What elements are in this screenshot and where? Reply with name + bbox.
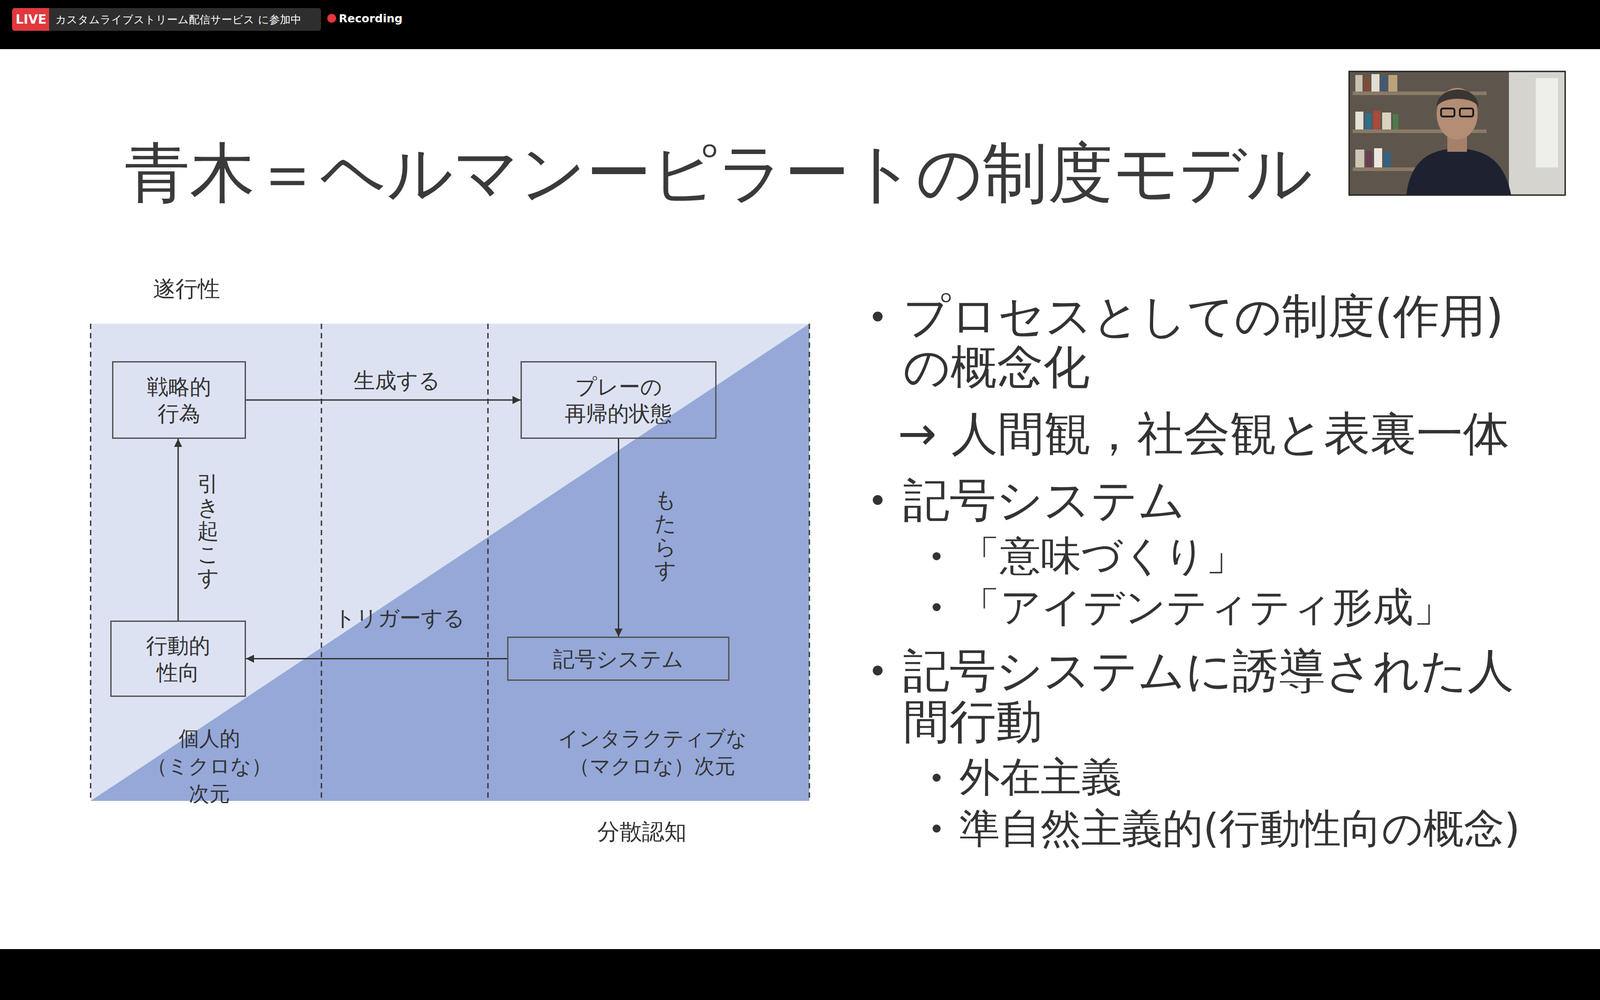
flow-arrow bbox=[617, 438, 620, 637]
bullet-dot bbox=[932, 773, 941, 782]
wall bbox=[1508, 71, 1566, 196]
person-body bbox=[1406, 148, 1512, 196]
book bbox=[1382, 112, 1392, 130]
flow-arrow bbox=[177, 438, 180, 621]
bullet-dot bbox=[932, 824, 941, 833]
bullet-dot bbox=[932, 603, 941, 612]
webcam-frame bbox=[1349, 71, 1566, 196]
process-box: 行動的 性向 bbox=[110, 620, 246, 697]
recording-status: Recording bbox=[338, 12, 403, 25]
glasses-lens bbox=[1459, 108, 1474, 117]
node-text: カスタムライブストリーム配信サービス に参加中 bbox=[55, 12, 302, 27]
sub-bullet-text: 準自然主義的(行動性向の概念) bbox=[959, 806, 1521, 851]
book bbox=[1365, 113, 1372, 130]
bullet-text: 記号システムに誘導された人間行動 bbox=[903, 645, 1529, 748]
book bbox=[1392, 114, 1399, 130]
edge-label: 生成する bbox=[353, 366, 441, 396]
book bbox=[1355, 75, 1363, 92]
book bbox=[1388, 75, 1398, 92]
axis-label: 遂行性 bbox=[153, 274, 221, 305]
bullet-text: 記号システム bbox=[903, 474, 1186, 526]
glasses-lens bbox=[1441, 108, 1455, 117]
node-text: プレーの 再帰的状態 bbox=[558, 373, 679, 427]
axis-label: 分散認知 bbox=[597, 816, 687, 847]
bullet-text: → 人間観，社会観と表裏一体 bbox=[897, 408, 1510, 459]
dashed-line bbox=[808, 323, 811, 801]
node-text: 行動的 性向 bbox=[139, 632, 217, 686]
node-text: LIVE bbox=[15, 12, 47, 27]
edge-label: トリガーする bbox=[333, 604, 465, 633]
webcam-video bbox=[1349, 71, 1566, 196]
book bbox=[1355, 149, 1365, 168]
book bbox=[1383, 151, 1392, 168]
dashed-line bbox=[320, 323, 323, 801]
dashed-line bbox=[487, 323, 489, 801]
node-text: 記号システム bbox=[553, 645, 684, 673]
bottom-bar bbox=[0, 949, 1600, 1000]
dashed-line bbox=[90, 323, 92, 801]
person-hair bbox=[1436, 89, 1479, 108]
node-text: 戦略的 行為 bbox=[140, 373, 218, 427]
book bbox=[1381, 75, 1387, 92]
process-box: 戦略的 行為 bbox=[112, 361, 246, 439]
book bbox=[1371, 74, 1380, 92]
window bbox=[1535, 78, 1559, 168]
dimension-label: 個人的 （ミクロな）次元 bbox=[131, 724, 288, 808]
webcam-border bbox=[1349, 71, 1566, 196]
process-box: プレーの 再帰的状態 bbox=[520, 361, 717, 439]
sub-bullet-text: 「アイデンティティ形成」 bbox=[959, 584, 1455, 630]
stream-menu: カスタムライブストリーム配信サービス に参加中 bbox=[49, 8, 321, 31]
sub-bullet-text: 外在主義 bbox=[959, 754, 1122, 800]
sub-bullet-text: 「意味づくり」 bbox=[959, 533, 1247, 579]
recording-dot bbox=[327, 13, 337, 23]
book bbox=[1374, 148, 1383, 168]
bullet-dot bbox=[872, 311, 883, 322]
book bbox=[1373, 110, 1381, 130]
book bbox=[1366, 150, 1373, 168]
bullet-dot bbox=[872, 495, 883, 505]
person-glasses bbox=[1441, 108, 1474, 117]
edge-label: もたらす bbox=[654, 487, 676, 583]
book bbox=[1355, 111, 1364, 130]
top-bar bbox=[0, 0, 1600, 50]
live-badge: LIVE bbox=[12, 8, 50, 31]
flow-arrow bbox=[245, 658, 508, 660]
edge-label: 引き起こす bbox=[197, 471, 219, 590]
process-box: 記号システム bbox=[507, 636, 730, 681]
book bbox=[1363, 76, 1371, 92]
slide-title: 青木＝ヘルマンーピラートの制度モデル bbox=[124, 133, 1313, 213]
bullet-dot bbox=[932, 552, 941, 561]
bullet-text: プロセスとしての制度(作用)の概念化 bbox=[903, 290, 1529, 393]
dimension-label: インタラクティブな （マクロな）次元 bbox=[553, 724, 751, 780]
flow-arrow bbox=[245, 399, 521, 401]
bullet-dot bbox=[872, 665, 883, 676]
